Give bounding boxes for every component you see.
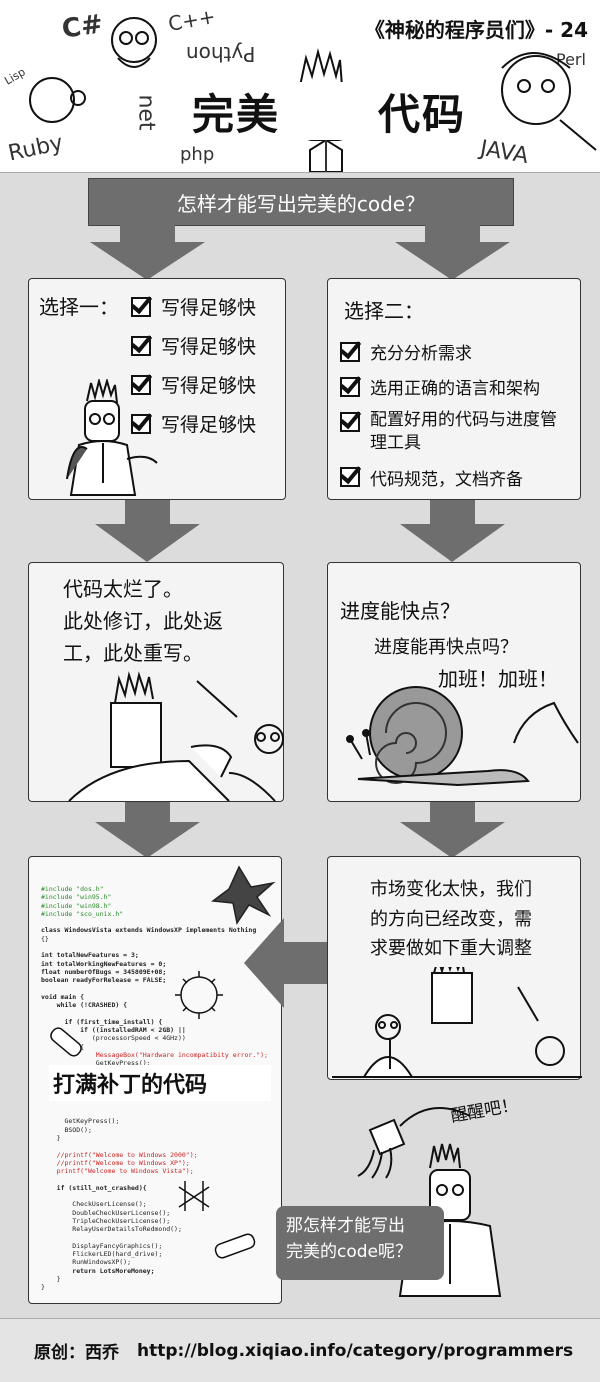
checklist-item: 写得足够快 xyxy=(131,332,256,359)
footer: 原创：西乔 http://blog.xiqiao.info/category/p… xyxy=(0,1318,600,1382)
checkmark-icon xyxy=(340,467,360,488)
down-arrow xyxy=(400,500,505,562)
programmer-illustration xyxy=(66,379,158,496)
code-line: while (!CRASHED) { xyxy=(41,1001,128,1010)
choice-one-list: 写得足够快 写得足够快 写得足够快 写得足够快 xyxy=(131,293,256,447)
checkmark-icon xyxy=(131,335,151,356)
code-line: } xyxy=(41,1283,45,1292)
page-title: 完美 代码 xyxy=(182,82,476,140)
patched-code-panel: #include "dos.h"#include "win95.h"#inclu… xyxy=(28,856,282,1304)
code-line: CheckUserLicense(); xyxy=(41,1200,147,1209)
checkmark-icon xyxy=(131,374,151,395)
left-arrow xyxy=(244,918,330,1008)
code-listing: #include "dos.h"#include "win95.h"#inclu… xyxy=(41,885,268,1292)
code-line: float numberOfBugs = 345809E+08; xyxy=(41,967,167,976)
speech-text: 市场变化太快，我们 的方向已经改变，需 求要做如下重大调整 xyxy=(370,879,532,960)
code-line: int totalWorkingNewFeatures = 0; xyxy=(41,959,167,968)
code-line: #include "win98.h" xyxy=(41,901,112,910)
checkmark-icon xyxy=(340,412,360,432)
down-arrow xyxy=(400,802,505,858)
code-line: } xyxy=(41,1274,61,1283)
title-right: 代码 xyxy=(377,89,466,139)
meeting-illustration xyxy=(332,967,582,1078)
choice-two-panel: 选择二： 充分分析需求 选用正确的语言和架构 配置好用的代码与进度管理工具 代码… xyxy=(327,278,581,500)
header-area: C# C++ Python Perl Ruby php net JAVA Lis… xyxy=(0,0,600,173)
code-patches-illustration xyxy=(50,865,276,1259)
speech-line: 加班！加班！ xyxy=(438,667,558,691)
checkmark-icon xyxy=(131,413,151,434)
code-line: MessageBox("Hardware incompatibity error… xyxy=(41,1050,268,1059)
schedule-panel: 进度能快点？ 进度能再快点吗？ 加班！加班！ xyxy=(327,562,581,802)
checklist-item: 选用正确的语言和架构 xyxy=(340,374,576,399)
left-arrow-shape xyxy=(244,918,330,1008)
code-line: RelayUserDetailsToRedmond(); xyxy=(41,1225,182,1234)
code-line: GetKeyPress(); xyxy=(41,1117,120,1126)
code-line: //printf("Welcome to Windows 2000"); xyxy=(41,1150,198,1159)
down-arrows-row1 xyxy=(90,224,510,280)
blog-url: http://blog.xiqiao.info/category/program… xyxy=(137,1340,574,1361)
code-line: boolean readyForRelease = FALSE; xyxy=(41,976,167,985)
series-title: 《神秘的程序员们》- 24 xyxy=(364,18,588,42)
code-line: GetKeyPress(); xyxy=(41,1059,151,1068)
down-arrows-row2 xyxy=(95,500,505,562)
review-illustration xyxy=(68,671,284,802)
code-line: DisplayFancyGraphics(); xyxy=(41,1241,163,1250)
checklist-item: 代码规范，文档齐备 xyxy=(340,465,576,490)
author-credit: 原创：西乔 xyxy=(34,1343,119,1363)
code-line: RunWindowsXP(); xyxy=(41,1258,132,1267)
code-line: #include "sco_unix.h" xyxy=(41,909,124,918)
question-bar: 怎样才能写出完美的code？ xyxy=(88,178,514,226)
final-question-bubble: 那怎样才能写出 完美的code呢？ xyxy=(276,1206,444,1280)
speech-line: 进度能快点？ xyxy=(340,599,460,623)
snail-illustration xyxy=(346,686,579,787)
code-line: #include "dos.h" xyxy=(41,885,104,893)
checklist-item: 写得足够快 xyxy=(131,410,256,437)
down-arrow xyxy=(95,802,200,858)
code-line: #include "win95.h" xyxy=(41,893,112,902)
choice-one-panel: 选择一： 写得足够快 写得足够快 写得足够快 写得足够快 xyxy=(28,278,286,500)
code-line: if ((installedRAM < 2GB) || xyxy=(41,1026,186,1035)
code-line: FlickerLED(hard_drive); xyxy=(41,1250,163,1259)
code-line: {} xyxy=(41,934,49,943)
code-line: if (first_time_install) { xyxy=(41,1017,163,1026)
checkmark-icon xyxy=(340,341,360,362)
speech-line: 进度能再快点吗？ xyxy=(374,637,518,658)
requirements-panel: 市场变化太快，我们 的方向已经改变，需 求要做如下重大调整 xyxy=(327,856,582,1080)
checkmark-icon xyxy=(340,376,360,397)
checklist-item: 配置好用的代码与进度管理工具 xyxy=(340,409,576,455)
code-line: int totalNewFeatures = 3; xyxy=(41,951,139,960)
code-line: class WindowsVista extends WindowsXP imp… xyxy=(41,926,257,935)
title-left: 完美 xyxy=(192,89,281,139)
down-arrow xyxy=(90,224,205,280)
code-line: return LotsMoreMoney; xyxy=(41,1266,155,1275)
code-line: //printf("Welcome to Windows XP"); xyxy=(41,1158,190,1167)
choice-two-list: 充分分析需求 选用正确的语言和架构 配置好用的代码与进度管理工具 代码规范，文档… xyxy=(340,339,576,500)
code-line: TripleCheckUserLicense(); xyxy=(41,1216,171,1225)
code-line: BSOD(); xyxy=(41,1125,92,1134)
checklist-item: 充分分析需求 xyxy=(340,339,576,364)
checklist-item: 写得足够快 xyxy=(131,293,256,320)
language-label: php xyxy=(180,144,215,165)
patched-code-caption: 打满补丁的代码 xyxy=(49,1065,271,1101)
bad-code-panel: 代码太烂了。 此处修订，此处返 工，此处重写。 xyxy=(28,562,284,802)
down-arrow xyxy=(95,500,200,562)
code-line: } xyxy=(41,1133,61,1142)
choice-one-label: 选择一： xyxy=(39,295,119,319)
speech-text: 代码太烂了。 此处修订，此处返 工，此处重写。 xyxy=(63,577,223,665)
choice-two-label: 选择二： xyxy=(344,299,424,323)
code-line: { xyxy=(80,1042,85,1051)
down-arrows-row3 xyxy=(95,802,505,858)
code-line: DoubleCheckUserLicense(); xyxy=(41,1208,171,1217)
checkmark-icon xyxy=(131,296,151,317)
code-line: if (still_not_crashed){ xyxy=(41,1183,147,1192)
code-line: (processorSpeed < 4GHz)) xyxy=(41,1034,186,1043)
checklist-item: 写得足够快 xyxy=(131,371,256,398)
down-arrow xyxy=(395,224,510,280)
code-line: void main { xyxy=(41,992,85,1001)
code-line: printf("Welcome to Windows Vista"); xyxy=(41,1167,194,1176)
